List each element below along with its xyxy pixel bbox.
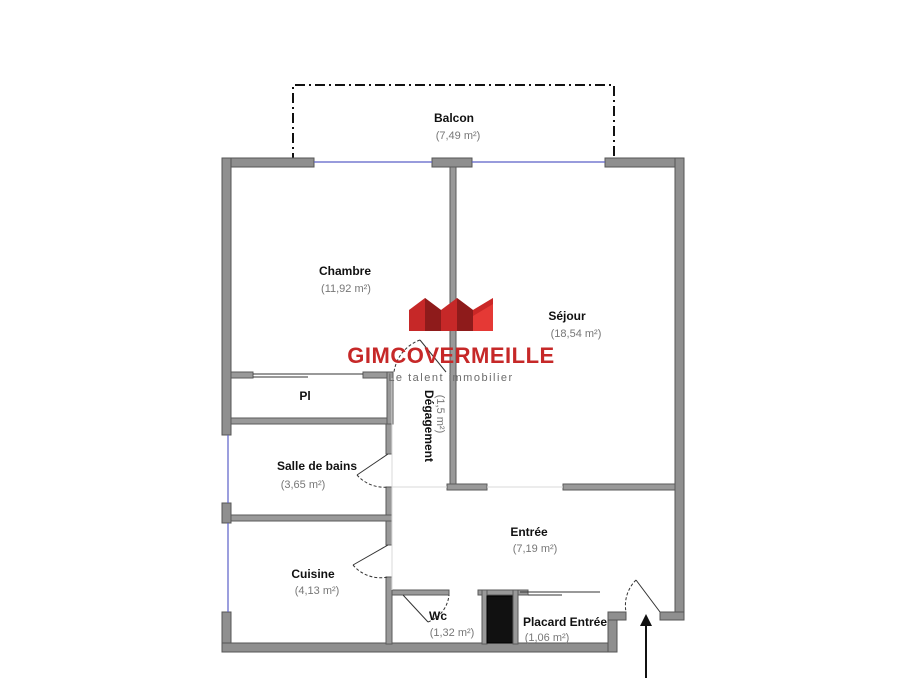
entree-name: Entrée — [510, 525, 548, 539]
exterior-walls — [221, 157, 685, 653]
brand-tagline: Le talent immobilier — [388, 372, 513, 384]
doors — [352, 339, 661, 623]
sejour-area: (18,54 m²) — [551, 328, 602, 340]
placard-entree-name: Placard Entrée — [523, 615, 607, 629]
degagement-area: (1,5 m²) — [434, 395, 446, 434]
wc-area: (1,32 m²) — [430, 627, 475, 639]
salle-bains-name: Salle de bains — [277, 459, 357, 473]
balcon-area: (7,49 m²) — [436, 130, 481, 142]
chambre-area: (11,92 m²) — [321, 283, 371, 295]
entree-area: (7,19 m²) — [513, 543, 558, 555]
cuisine-name: Cuisine — [291, 567, 335, 581]
wc-name: Wc — [429, 609, 447, 623]
balcon-name: Balcon — [434, 111, 474, 125]
salle-bains-area: (3,65 m²) — [281, 479, 326, 491]
sliding-doors — [253, 373, 600, 596]
room-labels: Balcon (7,49 m²) Chambre (11,92 m²) Séjo… — [277, 111, 607, 644]
partition-lines — [391, 378, 563, 590]
brand-name: GIMCOVERMEILLE — [347, 343, 554, 368]
cuisine-area: (4,13 m²) — [295, 585, 340, 597]
windows — [227, 161, 605, 612]
chambre-name: Chambre — [319, 264, 371, 278]
placard-entree-area: (1,06 m²) — [525, 632, 570, 644]
placard-name: Pl — [299, 389, 310, 403]
house-logo-icon — [409, 298, 493, 331]
degagement-name: Dégagement — [422, 390, 436, 462]
sejour-name: Séjour — [548, 309, 586, 323]
entrance-arrow — [640, 614, 652, 678]
watermark-logo: GIMCOVERMEILLE Le talent immobilier — [347, 298, 554, 384]
